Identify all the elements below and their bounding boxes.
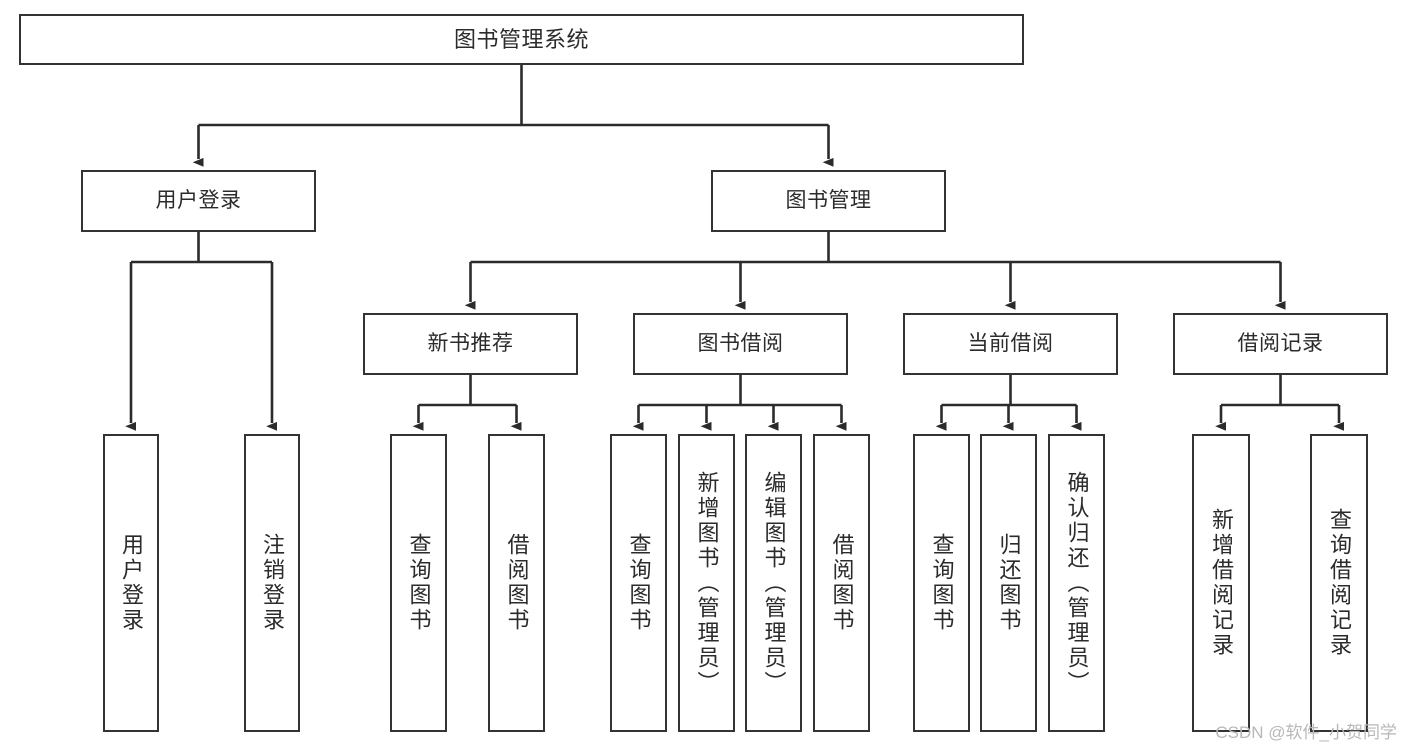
node-user-login[interactable]: 用户登录 [81, 170, 316, 232]
node-leaf-borrow-book[interactable]: 借阅图书 [813, 434, 870, 732]
node-leaf-query-book-rec[interactable]: 查询图书 [390, 434, 447, 732]
node-leaf-return-book[interactable]: 归还图书 [980, 434, 1037, 732]
node-label-borrow-record: 借阅记录 [1237, 331, 1324, 355]
node-label-leaf-query-book-cur: 查询图书 [929, 533, 955, 633]
node-label-leaf-confirm-return: 确认归还（管理员） [1064, 470, 1090, 696]
node-label-book-manage: 图书管理 [785, 188, 872, 212]
node-new-book-rec[interactable]: 新书推荐 [363, 313, 578, 375]
node-leaf-query-book-cur[interactable]: 查询图书 [913, 434, 970, 732]
csdn-watermark: CSDN @软件_小贺同学 [1215, 723, 1397, 742]
node-leaf-borrow-book-rec[interactable]: 借阅图书 [488, 434, 545, 732]
node-label-book-borrow: 图书借阅 [697, 331, 784, 355]
node-label-user-login: 用户登录 [155, 188, 242, 212]
node-label-leaf-user-login: 用户登录 [118, 533, 144, 633]
node-leaf-user-login[interactable]: 用户登录 [103, 434, 159, 732]
node-label-root: 图书管理系统 [453, 26, 589, 52]
node-label-leaf-borrow-book: 借阅图书 [829, 533, 855, 633]
node-leaf-query-book[interactable]: 查询图书 [610, 434, 667, 732]
node-label-leaf-borrow-book-rec: 借阅图书 [504, 533, 530, 633]
node-label-current-borrow: 当前借阅 [967, 331, 1054, 355]
node-label-leaf-add-book: 新增图书（管理员） [694, 470, 720, 696]
node-label-new-book-rec: 新书推荐 [427, 331, 514, 355]
node-label-leaf-edit-book: 编辑图书（管理员） [761, 470, 787, 696]
node-label-leaf-query-book: 查询图书 [626, 533, 652, 633]
node-label-leaf-query-record: 查询借阅记录 [1326, 508, 1352, 658]
node-root[interactable]: 图书管理系统 [19, 14, 1024, 65]
node-leaf-confirm-return[interactable]: 确认归还（管理员） [1048, 434, 1105, 732]
node-borrow-record[interactable]: 借阅记录 [1173, 313, 1388, 375]
node-book-manage[interactable]: 图书管理 [711, 170, 946, 232]
node-label-leaf-query-book-rec: 查询图书 [406, 533, 432, 633]
node-leaf-edit-book[interactable]: 编辑图书（管理员） [745, 434, 802, 732]
node-book-borrow[interactable]: 图书借阅 [633, 313, 848, 375]
node-label-leaf-add-record: 新增借阅记录 [1208, 508, 1234, 658]
node-leaf-add-record[interactable]: 新增借阅记录 [1192, 434, 1250, 732]
node-leaf-add-book[interactable]: 新增图书（管理员） [678, 434, 735, 732]
node-label-leaf-logout: 注销登录 [259, 533, 285, 633]
node-current-borrow[interactable]: 当前借阅 [903, 313, 1118, 375]
node-label-leaf-return-book: 归还图书 [996, 533, 1022, 633]
node-leaf-query-record[interactable]: 查询借阅记录 [1310, 434, 1368, 732]
node-leaf-logout[interactable]: 注销登录 [244, 434, 300, 732]
